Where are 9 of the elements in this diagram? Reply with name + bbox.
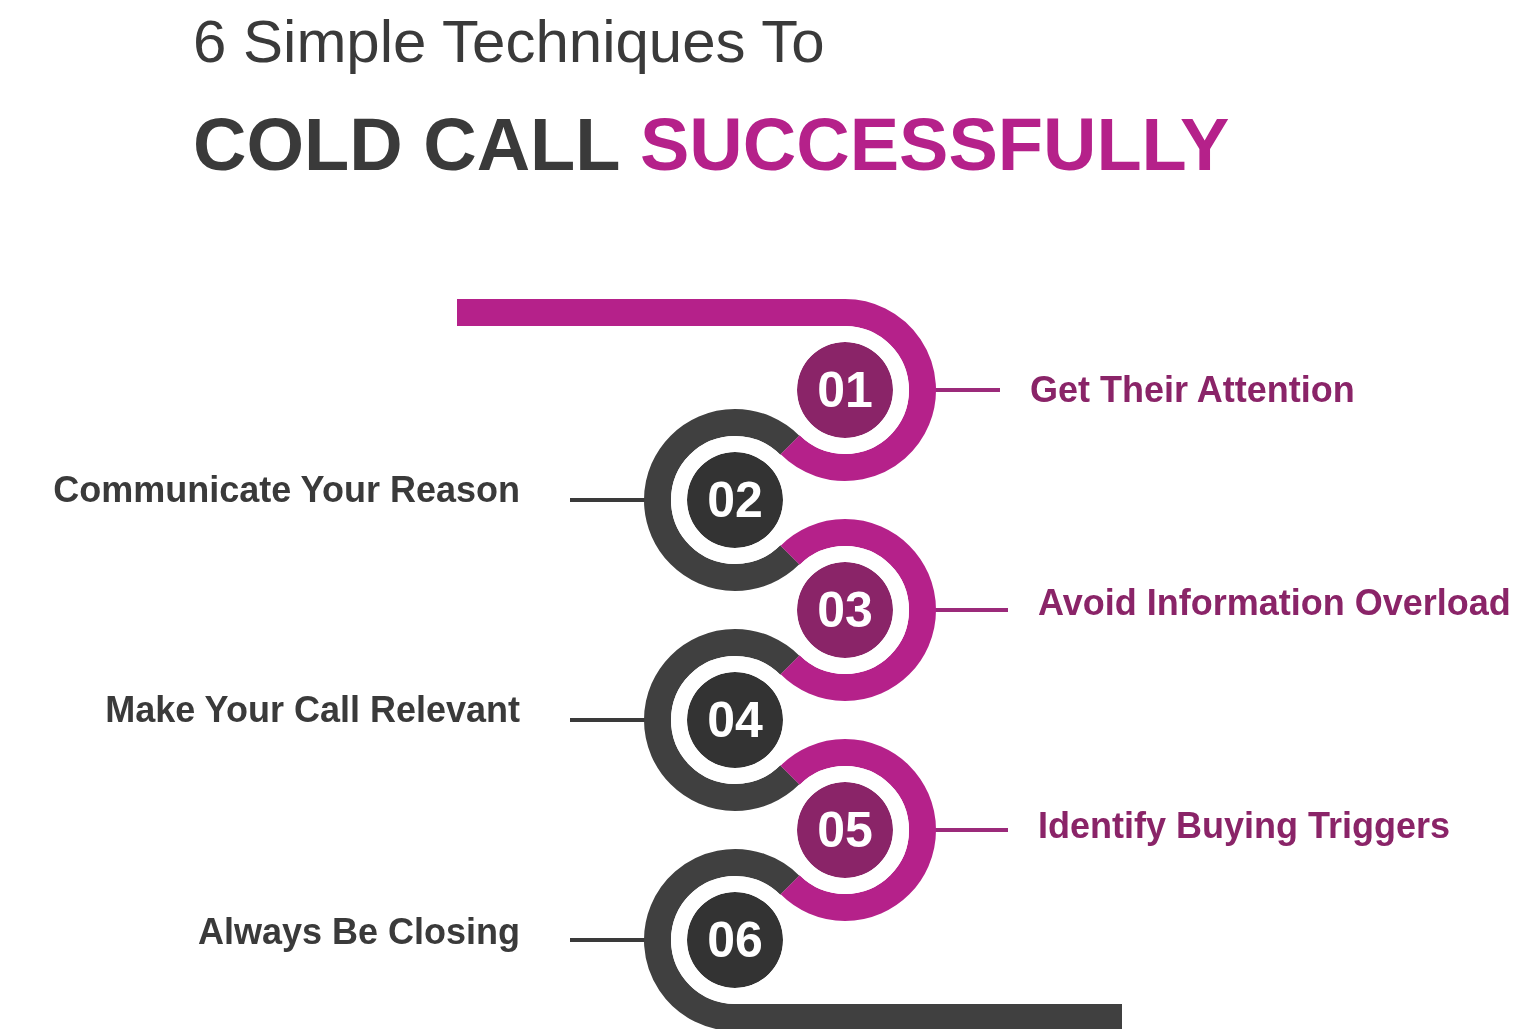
step-label: Identify Buying Triggers (1008, 804, 1451, 848)
headline-text: COLD CALL (193, 108, 621, 182)
step-label: Make Your Call Relevant (105, 688, 570, 732)
step-label: Avoid Information Overload (1008, 581, 1511, 625)
title: 6 Simple Techniques To (193, 12, 825, 72)
headline-text: SUCCESSFULLY (640, 108, 1230, 182)
step-label: Get Their Attention (1000, 368, 1355, 412)
step-label: Always Be Closing (197, 910, 570, 954)
step-label: Communicate Your Reason (53, 468, 570, 512)
